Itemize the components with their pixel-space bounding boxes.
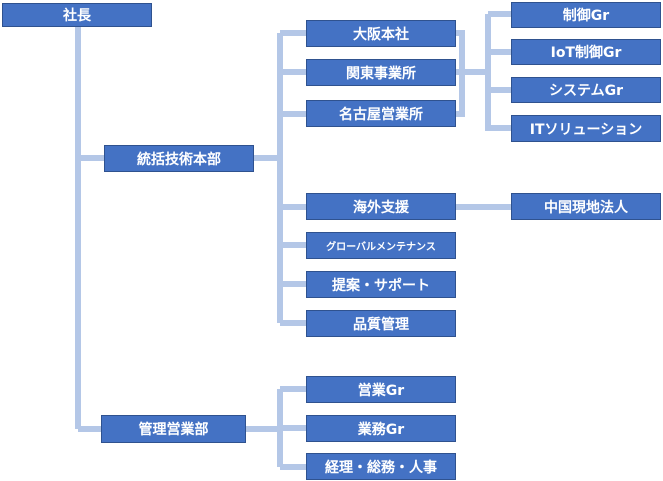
node-admin: 経理・総務・人事 (306, 453, 456, 480)
node-quality: 品質管理 (306, 310, 456, 337)
node-system-gr: システムGr (511, 77, 661, 103)
node-iot-gr: IoT制御Gr (511, 39, 661, 65)
node-kanto: 関東事業所 (306, 59, 456, 86)
node-osaka: 大阪本社 (306, 20, 456, 47)
node-overseas: 海外支援 (306, 193, 456, 220)
node-control-gr: 制御Gr (511, 2, 661, 28)
node-sales-gr: 営業Gr (306, 376, 456, 403)
node-it-solution: ITソリューション (511, 115, 661, 142)
node-president: 社長 (2, 3, 152, 27)
node-business-gr: 業務Gr (306, 415, 456, 442)
node-nagoya: 名古屋営業所 (306, 100, 456, 127)
node-proposal-support: 提案・サポート (306, 271, 456, 298)
node-global-maintenance: グローバルメンテナンス (306, 232, 456, 259)
node-tech-division: 統括技術本部 (104, 145, 254, 172)
node-sales-division: 管理営業部 (101, 415, 246, 443)
node-china-corp: 中国現地法人 (511, 193, 661, 220)
